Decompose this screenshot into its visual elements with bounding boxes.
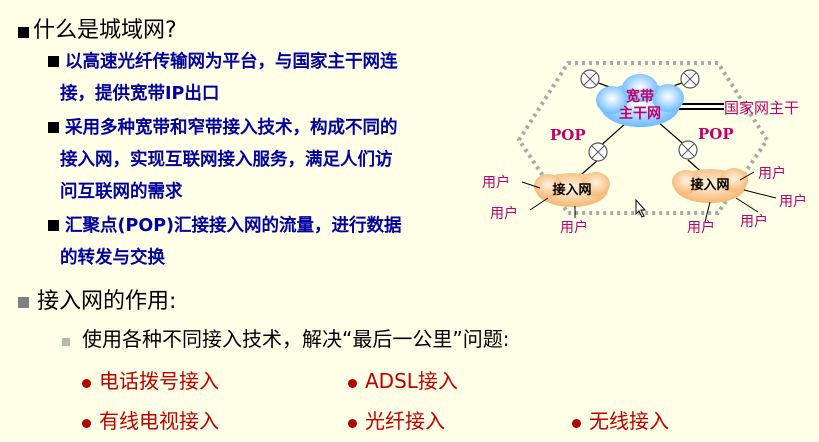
- metro-ring: [516, 61, 770, 215]
- access-item: 有线电视接入: [82, 405, 219, 434]
- user-links: [521, 171, 777, 223]
- access-type: ADSL接入: [365, 369, 458, 393]
- pop-left-label: POP: [550, 126, 586, 144]
- access-type: 电话拨号接入: [99, 369, 219, 393]
- access-cloud-left: [534, 172, 610, 207]
- user-label: 用户: [779, 193, 807, 210]
- router-marks: [583, 72, 697, 159]
- user-label: 用户: [687, 219, 715, 236]
- metro-network-diagram: 国家网主干 宽带 主干网 POP POP 接入网 接入网: [482, 61, 807, 236]
- bullet-dot: [572, 419, 581, 428]
- bullet-text: 问互联网的需求: [60, 182, 183, 202]
- national-label: 国家网主干: [724, 99, 799, 117]
- bullet-text: 的转发与交换: [60, 248, 165, 268]
- access-type: 无线接入: [589, 409, 669, 433]
- bullet-text: 接入网，实现互联网接入服务，满足人们访: [60, 150, 393, 170]
- access-item: 光纤接入: [348, 405, 445, 434]
- access-item: ADSL接入: [348, 365, 458, 394]
- access-left-label: 接入网: [552, 182, 591, 198]
- bullet-dot: [348, 419, 357, 428]
- bullet-square: [48, 122, 59, 133]
- heading-row: 什么是城域网?: [18, 12, 177, 44]
- sub-item-row: 使用各种不同接入技术，解决“最后一公里”问题:: [62, 323, 509, 352]
- access-item: 无线接入: [572, 405, 669, 434]
- bullet-square: [48, 220, 59, 231]
- bullet-item: 汇聚点(POP)汇接接入网的流量，进行数据 的转发与交换: [48, 210, 488, 274]
- user-label: 用户: [490, 205, 518, 222]
- access-item: 电话拨号接入: [82, 365, 219, 394]
- pop-right-label: POP: [698, 125, 734, 143]
- user-label: 用户: [482, 174, 510, 191]
- user-label: 用户: [740, 213, 768, 230]
- national-link: [676, 103, 724, 110]
- access-cloud-right: [672, 168, 748, 203]
- bullet-item: 以高速光纤传输网为平台，与国家主干网连 接，提供宽带IP出口: [48, 46, 488, 110]
- core-cloud: [596, 74, 684, 127]
- bullet-text: 汇聚点(POP)汇接接入网的流量，进行数据: [65, 216, 402, 236]
- bullet-text: 以高速光纤传输网为平台，与国家主干网连: [65, 52, 398, 72]
- bullet-dot: [82, 419, 91, 428]
- bullet-square: [48, 56, 59, 67]
- user-label: 用户: [758, 165, 786, 182]
- access-type: 有线电视接入: [99, 409, 219, 433]
- bullet-square: [18, 27, 29, 38]
- bullet-square: [18, 297, 29, 308]
- bullet-list: 以高速光纤传输网为平台，与国家主干网连 接，提供宽带IP出口 采用多种宽带和窄带…: [48, 46, 488, 274]
- bullet-dot: [348, 379, 357, 388]
- core-label-line2: 主干网: [619, 105, 661, 122]
- section2-row: 接入网的作用:: [18, 283, 176, 315]
- section2-title: 接入网的作用:: [37, 289, 177, 314]
- bullet-item: 采用多种宽带和窄带接入技术，构成不同的 接入网，实现互联网接入服务，满足人们访 …: [48, 112, 488, 208]
- bullet-dot: [82, 379, 91, 388]
- bullet-square: [62, 337, 70, 346]
- access-type: 光纤接入: [365, 409, 445, 433]
- heading: 什么是城域网?: [33, 18, 177, 43]
- bullet-text: 采用多种宽带和窄带接入技术，构成不同的: [65, 118, 398, 138]
- access-right-label: 接入网: [690, 177, 729, 193]
- mouse-cursor-icon: [635, 198, 647, 218]
- sub-item: 使用各种不同接入技术，解决“最后一公里”问题:: [82, 327, 510, 351]
- user-label: 用户: [560, 219, 588, 236]
- core-label-line1: 宽带: [626, 88, 654, 105]
- bullet-text: 接，提供宽带IP出口: [60, 84, 220, 104]
